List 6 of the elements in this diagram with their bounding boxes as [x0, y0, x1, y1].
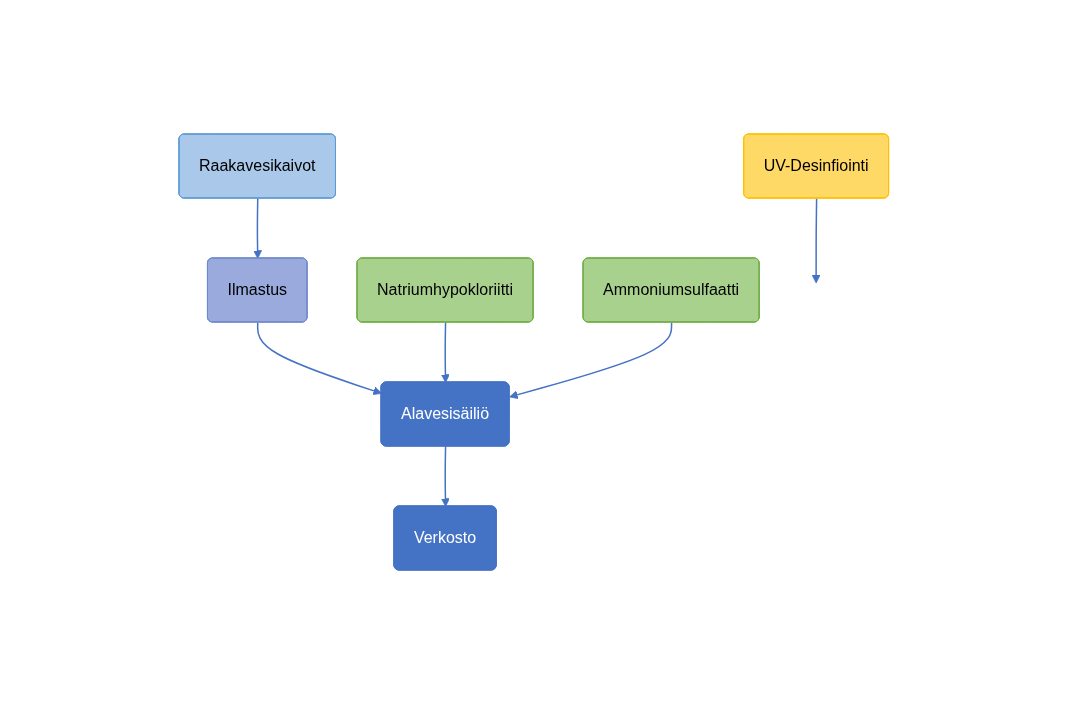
arrow	[252, 197, 262, 259]
arrow	[256, 321, 382, 396]
arrow	[811, 197, 821, 284]
arrow	[508, 321, 673, 400]
arrow	[440, 321, 450, 383]
arrow	[440, 445, 450, 507]
